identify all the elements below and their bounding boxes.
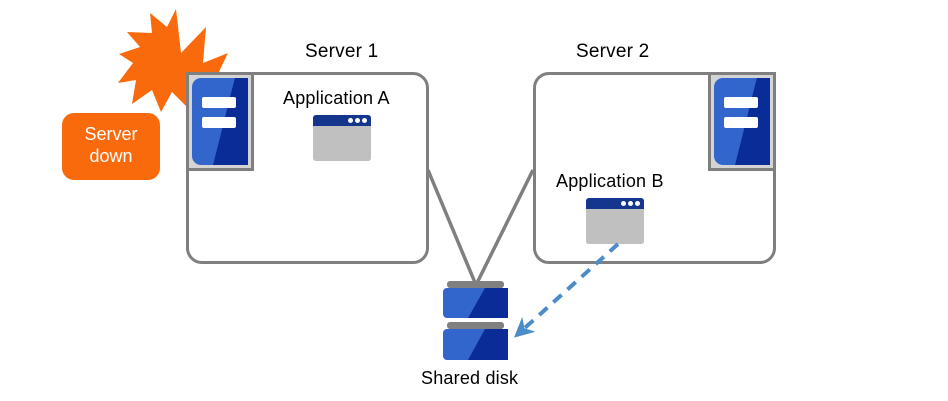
application-b-label: Application B — [556, 171, 664, 191]
app-a-dot-icon-3 — [362, 118, 367, 123]
app-b-titlebar — [586, 198, 644, 209]
application-b-window-icon[interactable] — [586, 198, 644, 244]
server-rack-glyph — [714, 78, 770, 165]
connector-server2-to-disk — [474, 169, 535, 286]
application-a-window-icon[interactable] — [313, 115, 371, 161]
server2-rack-icon[interactable] — [708, 72, 776, 171]
app-a-body — [313, 126, 371, 161]
app-b-dot-icon-1 — [621, 201, 626, 206]
app-a-titlebar — [313, 115, 371, 126]
server-rack-glyph — [192, 78, 248, 165]
app-a-dot-icon-1 — [348, 118, 353, 123]
server1-rack-icon[interactable] — [186, 72, 254, 171]
application-a-label: Application A — [283, 88, 390, 108]
app-b-dot-icon-3 — [635, 201, 640, 206]
app-a-dot-icon-2 — [355, 118, 360, 123]
dashed-arrow-app-b-to-disk — [514, 242, 620, 338]
app-b-dot-icon-2 — [628, 201, 633, 206]
shared-disk-icon[interactable] — [443, 281, 508, 360]
app-b-body — [586, 209, 644, 244]
disk-stack-glyph — [443, 281, 508, 360]
shared-disk-label: Shared disk — [421, 368, 519, 388]
connector-server1-to-disk — [426, 169, 478, 286]
server1-title: Server 1 — [305, 41, 379, 62]
server2-title: Server 2 — [576, 41, 650, 62]
